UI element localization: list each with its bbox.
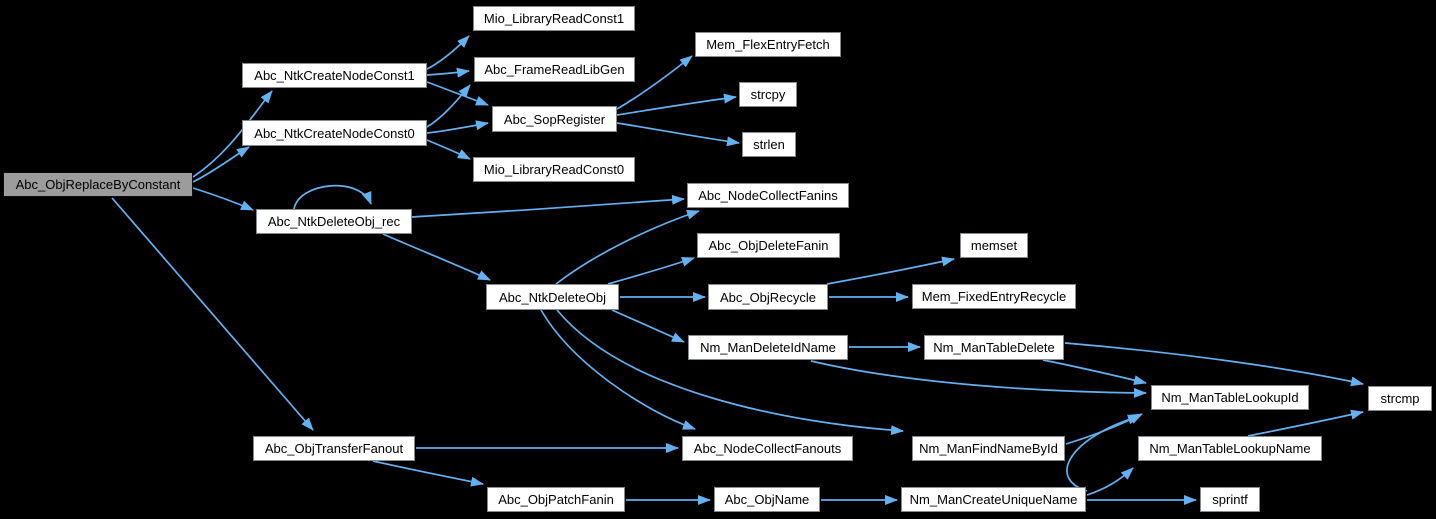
node-abc_framereadlibgen[interactable]: Abc_FrameReadLibGen	[474, 57, 635, 82]
node-abc_sopregister[interactable]: Abc_SopRegister	[492, 106, 617, 132]
node-nm_mantabledelete[interactable]: Nm_ManTableDelete	[924, 335, 1064, 360]
edge-abc_ntkcreatenodeconst1-to-mio_libraryreadconst1	[426, 35, 470, 70]
edge-abc_ntkdeleteobj_rec-to-abc_nodecollectfanins	[411, 194, 685, 218]
edge-abc_ntkdeleteobj_rec-to-abc_ntkdeleteobj_rec	[293, 184, 372, 210]
edge-abc_sopregister-to-mem_flexentryfetch	[616, 55, 693, 110]
edge-abc_ntkdeleteobj-to-abc_nodecollectfanouts	[540, 309, 696, 430]
edge-nm_mantabledelete-to-strcmp	[1064, 342, 1364, 387]
edge-abc_ntkcreatenodeconst1-to-abc_sopregister	[426, 81, 489, 106]
node-strlen[interactable]: strlen	[742, 132, 796, 157]
node-abc_objpatchfanin[interactable]: Abc_ObjPatchFanin	[487, 487, 625, 512]
edge-nm_mancreateuniquename-to-nm_mantablelookupname	[1086, 467, 1134, 496]
edge-abc_objreplacebyconstant-to-abc_objtransferfanout	[111, 197, 314, 431]
node-abc_nodecollectfanouts[interactable]: Abc_NodeCollectFanouts	[682, 436, 853, 461]
node-strcmp[interactable]: strcmp	[1368, 386, 1432, 411]
node-mio_libraryreadconst1[interactable]: Mio_LibraryReadConst1	[473, 6, 635, 31]
edge-abc_objrecycle-to-memset	[826, 256, 955, 285]
edge-abc_sopregister-to-strlen	[616, 122, 740, 147]
edge-abc_ntkcreatenodeconst0-to-abc_sopregister	[426, 120, 489, 134]
node-abc_objname[interactable]: Abc_ObjName	[714, 487, 820, 512]
node-abc_ntkcreatenodeconst0[interactable]: Abc_NtkCreateNodeConst0	[242, 120, 427, 146]
node-nm_mancreateuniquename[interactable]: Nm_ManCreateUniqueName	[901, 487, 1086, 512]
edge-nm_mantablelookupname-to-strcmp	[1247, 409, 1364, 437]
edge-abc_ntkcreatenodeconst1-to-abc_framereadlibgen	[426, 67, 470, 78]
node-abc_objreplacebyconstant: Abc_ObjReplaceByConstant	[3, 172, 193, 197]
edge-abc_ntkdeleteobj-to-abc_nodecollectfanins	[555, 210, 700, 285]
node-nm_mandeleteidname[interactable]: Nm_ManDeleteIdName	[688, 335, 848, 360]
node-abc_nodecollectfanins[interactable]: Abc_NodeCollectFanins	[687, 183, 849, 208]
node-mio_libraryreadconst0[interactable]: Mio_LibraryReadConst0	[473, 157, 635, 182]
node-nm_mantablelookupname[interactable]: Nm_ManTableLookupName	[1138, 436, 1322, 461]
node-memset[interactable]: memset	[960, 233, 1028, 258]
edge-abc_objreplacebyconstant-to-abc_ntkcreatenodeconst0	[192, 146, 250, 183]
edge-nm_mandeleteidname-to-nm_mantablelookupid	[810, 360, 1147, 398]
node-abc_ntkdeleteobj_rec[interactable]: Abc_NtkDeleteObj_rec	[256, 209, 412, 234]
node-nm_mantablelookupid[interactable]: Nm_ManTableLookupId	[1151, 385, 1309, 410]
node-mem_fixedentryrecycle[interactable]: Mem_FixedEntryRecycle	[912, 284, 1076, 309]
node-abc_objtransferfanout[interactable]: Abc_ObjTransferFanout	[253, 436, 415, 461]
node-sprintf[interactable]: sprintf	[1200, 487, 1260, 512]
node-abc_ntkcreatenodeconst1[interactable]: Abc_NtkCreateNodeConst1	[242, 63, 427, 88]
node-abc_ntkdeleteobj[interactable]: Abc_NtkDeleteObj	[486, 284, 619, 310]
edge-abc_objreplacebyconstant-to-abc_ntkcreatenodeconst1	[192, 90, 273, 178]
edge-abc_sopregister-to-strcpy	[616, 93, 737, 116]
edge-abc_ntkdeleteobj-to-abc_objdeletefanin	[607, 257, 695, 285]
node-abc_objdeletefanin[interactable]: Abc_ObjDeleteFanin	[697, 233, 840, 258]
node-abc_objrecycle[interactable]: Abc_ObjRecycle	[708, 284, 828, 310]
edge-abc_ntkcreatenodeconst0-to-abc_framereadlibgen	[426, 84, 471, 128]
edge-nm_mancreateuniquename-to-nm_mantablelookupid	[1066, 414, 1141, 492]
node-strcpy[interactable]: strcpy	[739, 82, 797, 107]
edge-abc_ntkdeleteobj_rec-to-abc_ntkdeleteobj	[382, 233, 491, 281]
node-mem_flexentryfetch[interactable]: Mem_FlexEntryFetch	[695, 32, 841, 57]
edge-abc_objtransferfanout-to-abc_objpatchfanin	[372, 460, 484, 487]
edge-abc_ntkdeleteobj-to-nm_mandeleteidname	[611, 309, 685, 343]
edge-abc_objreplacebyconstant-to-abc_ntkdeleteobj_rec	[192, 187, 254, 211]
node-nm_manfindnamebyid[interactable]: Nm_ManFindNameById	[912, 436, 1065, 461]
edge-nm_mantabledelete-to-nm_mantablelookupid	[1042, 359, 1147, 386]
edge-abc_ntkcreatenodeconst0-to-mio_libraryreadconst0	[426, 139, 471, 160]
edge-abc_ntkdeleteobj-to-nm_manfindnamebyid	[556, 309, 904, 436]
